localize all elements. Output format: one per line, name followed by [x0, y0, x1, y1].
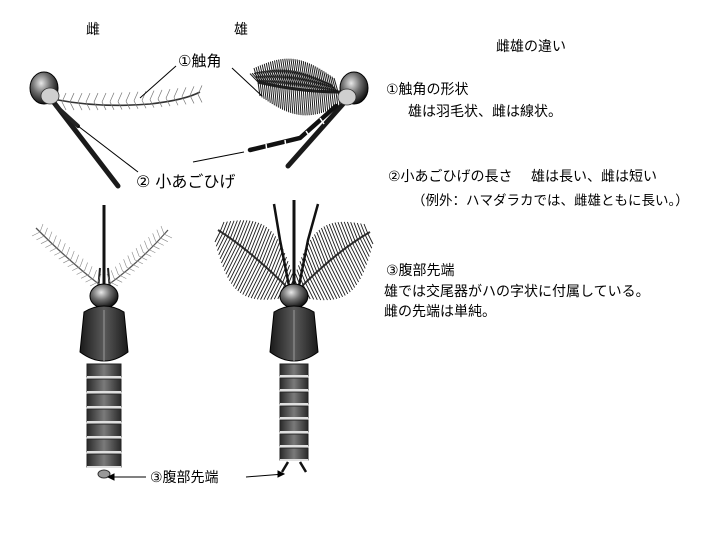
- notes-title: 雌雄の違い: [496, 39, 566, 55]
- note-3-heading: ③腹部先端: [386, 263, 455, 279]
- callout-abdomen-tip: ③腹部先端: [150, 470, 219, 486]
- female-label: 雌: [86, 22, 100, 38]
- note-3-line-2: 雌の先端は単純。: [384, 304, 496, 320]
- male-head-side: [247, 58, 369, 169]
- note-3-line-1: 雄では交尾器がハの字状に付属している。: [384, 284, 650, 300]
- note-1-body: 雄は羽毛状、雌は線状。: [408, 104, 562, 120]
- male-body: [214, 200, 374, 473]
- callout-lines-bottom: [106, 470, 286, 481]
- callout-palp: ② 小あごひげ: [136, 172, 236, 191]
- female-body: [31, 205, 173, 479]
- callout-lines-top: [77, 65, 263, 173]
- note-2-heading: ②小あごひげの長さ 雄は長い、雌は短い: [388, 169, 657, 185]
- female-head-side: [29, 71, 203, 189]
- callout-antenna: ①触角: [178, 52, 222, 70]
- note-2-body: （例外：ハマダラカでは、雌雄ともに長い。）: [412, 193, 689, 209]
- male-label: 雄: [234, 22, 248, 38]
- note-1-heading: ①触角の形状: [386, 82, 469, 98]
